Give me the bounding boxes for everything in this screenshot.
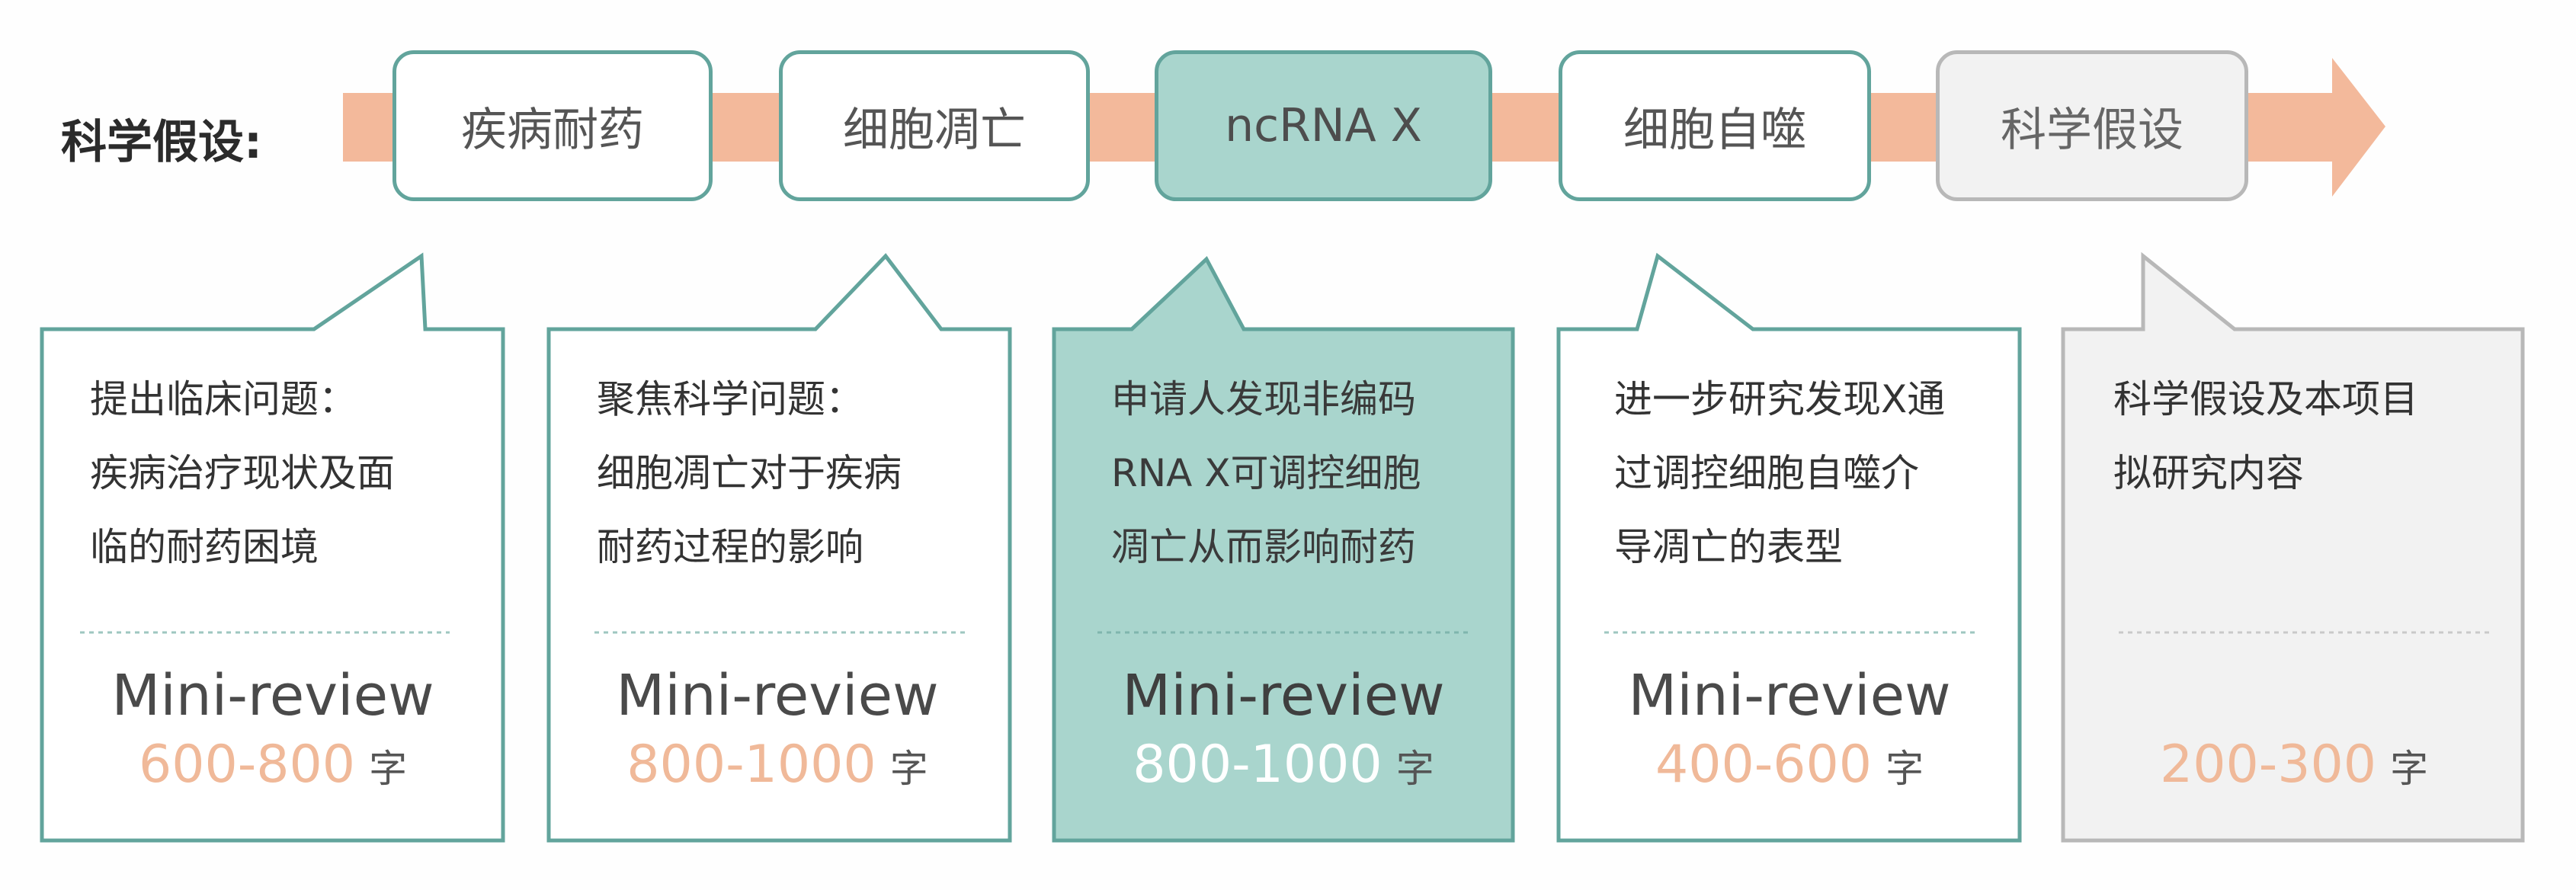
word-count-unit: 字 (369, 747, 408, 791)
callout-card-2 (546, 253, 1012, 843)
stage-hypothesis: 科学假设 (1936, 50, 2248, 201)
card-4-word-count: 400-600 字 (1576, 735, 2003, 795)
word-count-unit: 字 (889, 747, 928, 791)
card-line: 申请人发现非编码 (1111, 377, 1416, 421)
card-1-review-label: Mini-review (111, 663, 434, 728)
card-2-word-count: 800-1000 字 (564, 735, 991, 795)
card-1-text: 提出临床问题： 疾病治疗现状及面 临的耐药困境 (90, 363, 471, 584)
stage-autophagy: 细胞自噬 (1559, 50, 1871, 201)
card-4-review-label: Mini-review (1628, 663, 1951, 728)
card-line: 临的耐药困境 (90, 525, 319, 569)
card-line: 耐药过程的影响 (597, 525, 863, 569)
word-count-unit: 字 (2390, 747, 2429, 791)
word-count-value: 800-1000 (1133, 735, 1383, 795)
card-4-text: 进一步研究发现X通 过调控细胞自噬介 导凋亡的表型 (1614, 363, 1995, 584)
callout-card-3 (1052, 255, 1515, 843)
card-line: 疾病治疗现状及面 (90, 451, 395, 495)
card-line: 提出临床问题： (90, 377, 357, 421)
card-line: 过调控细胞自噬介 (1614, 451, 1919, 495)
word-count-value: 200-300 (2159, 735, 2377, 795)
card-3-text: 申请人发现非编码 RNA X可调控细胞 凋亡从而影响耐药 (1111, 363, 1492, 584)
hypothesis-label: 科学假设: (61, 116, 262, 169)
callout-card-4 (1556, 252, 2022, 843)
card-1-word-count: 600-800 字 (59, 735, 486, 795)
word-count-value: 800-1000 (626, 735, 876, 795)
card-2-review-label: Mini-review (616, 663, 939, 728)
card-line: 拟研究内容 (2113, 451, 2304, 495)
stage-drug-resistance: 疾病耐药 (392, 50, 713, 201)
callout-card-1 (40, 252, 505, 843)
card-line: 科学假设及本项目 (2113, 377, 2418, 421)
card-3-review-label: Mini-review (1122, 663, 1445, 728)
card-2-text: 聚焦科学问题： 细胞凋亡对于疾病 耐药过程的影响 (597, 363, 978, 584)
word-count-value: 400-600 (1655, 735, 1873, 795)
card-line: 进一步研究发现X通 (1614, 377, 1946, 421)
word-count-unit: 字 (1395, 747, 1434, 791)
word-count-value: 600-800 (138, 735, 356, 795)
card-5-text: 科学假设及本项目 拟研究内容 (2113, 363, 2494, 511)
card-line: 导凋亡的表型 (1614, 525, 1843, 569)
card-3-word-count: 800-1000 字 (1070, 735, 1497, 795)
word-count-unit: 字 (1886, 747, 1924, 791)
card-5-word-count: 200-300 字 (2081, 735, 2507, 795)
card-line: 细胞凋亡对于疾病 (597, 451, 902, 495)
callout-card-5 (2061, 251, 2525, 843)
card-line: RNA X可调控细胞 (1111, 451, 1421, 495)
stage-ncrna-x: ncRNA X (1155, 50, 1492, 201)
card-line: 聚焦科学问题： (597, 377, 863, 421)
card-line: 凋亡从而影响耐药 (1111, 525, 1416, 569)
stage-apoptosis: 细胞凋亡 (779, 50, 1090, 201)
